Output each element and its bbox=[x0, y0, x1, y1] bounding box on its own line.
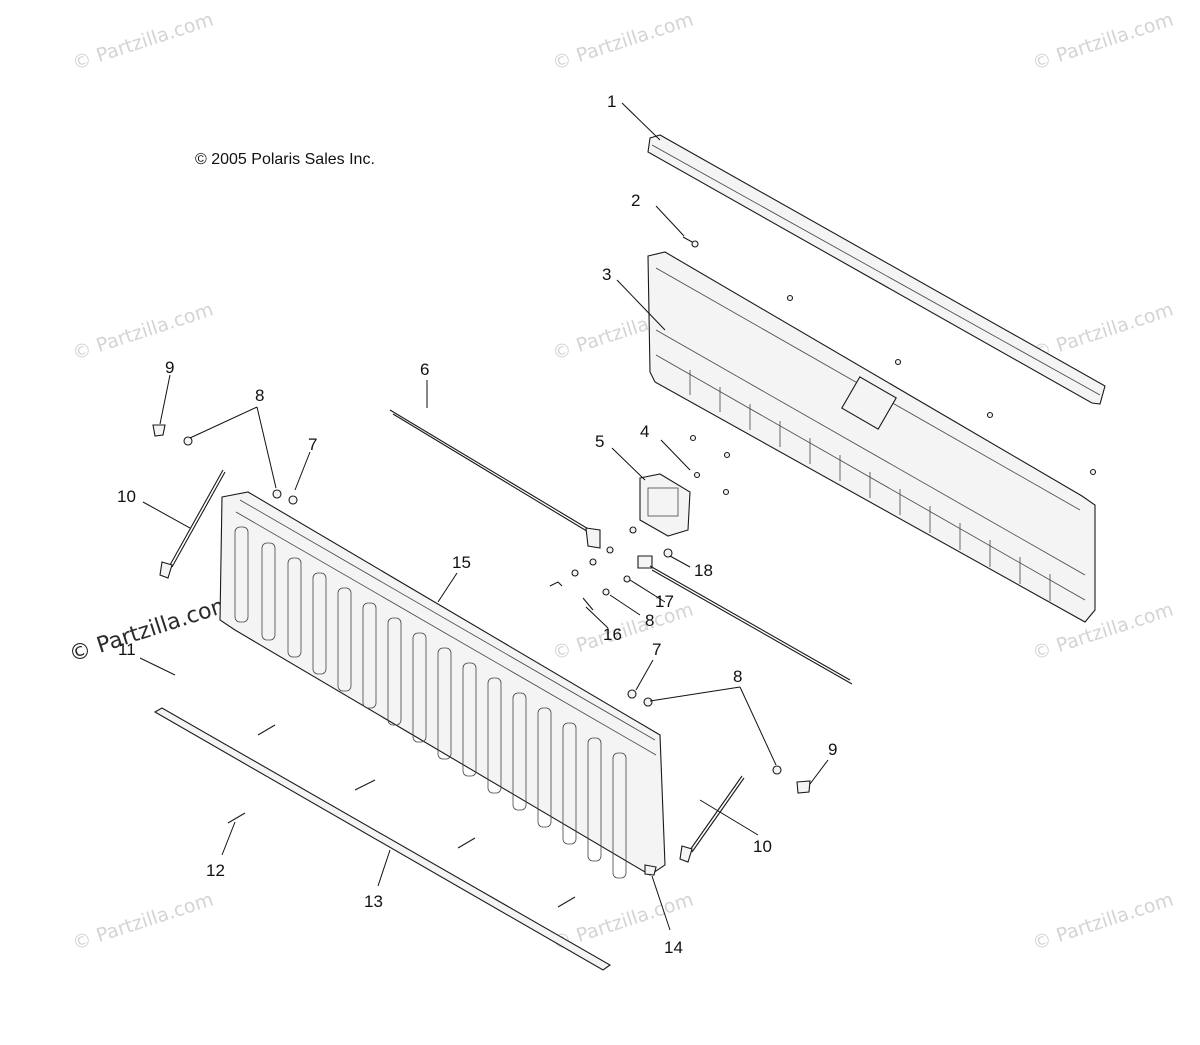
screw-part bbox=[682, 236, 699, 248]
rod-part bbox=[389, 409, 601, 549]
bracket-part bbox=[644, 864, 657, 876]
watermark: © Partzilla.com bbox=[1030, 9, 1176, 75]
callout-7: 7 bbox=[308, 435, 317, 454]
copyright-notice: © 2005 Polaris Sales Inc. bbox=[195, 151, 375, 168]
callout-8c: 8 bbox=[733, 667, 742, 686]
callout-16: 16 bbox=[603, 625, 622, 644]
callout-18: 18 bbox=[694, 561, 713, 580]
watermark: © Partzilla.com bbox=[1030, 299, 1176, 365]
left-hardware-part bbox=[152, 424, 811, 794]
bottom-bar-part bbox=[153, 707, 612, 971]
watermark: © Partzilla.com bbox=[1030, 889, 1176, 955]
callout-9b: 9 bbox=[828, 740, 837, 759]
watermark: © Partzilla.com bbox=[70, 889, 216, 955]
callout-12: 12 bbox=[206, 861, 225, 880]
callout-10b: 10 bbox=[753, 837, 772, 856]
callout-17: 17 bbox=[655, 592, 674, 611]
callout-13: 13 bbox=[364, 892, 383, 911]
callout-7b: 7 bbox=[652, 640, 661, 659]
callout-14: 14 bbox=[664, 938, 683, 957]
leader-lines bbox=[142, 102, 829, 931]
latch-handle-part bbox=[639, 473, 691, 537]
callout-6: 6 bbox=[420, 360, 429, 379]
watermark: © Partzilla.com bbox=[550, 599, 696, 665]
watermark: © Partzilla.com bbox=[70, 9, 216, 75]
panel-ribs bbox=[234, 526, 627, 879]
watermark: © Partzilla.com bbox=[1030, 599, 1176, 665]
callout-1: 1 bbox=[607, 92, 616, 111]
callout-8: 8 bbox=[255, 386, 264, 405]
frame-ribs bbox=[689, 370, 1051, 601]
latch-screws-part bbox=[689, 434, 731, 496]
callout-5: 5 bbox=[595, 432, 604, 451]
inner-frame-part bbox=[647, 251, 1097, 623]
cable-part bbox=[159, 469, 745, 863]
outer-panel-part bbox=[219, 491, 666, 879]
latch-hardware-part bbox=[549, 526, 853, 685]
callout-11: 11 bbox=[118, 640, 136, 659]
callout-15: 15 bbox=[452, 553, 471, 572]
watermark: © Partzilla.com bbox=[550, 9, 696, 75]
callout-4: 4 bbox=[640, 422, 649, 441]
callout-9: 9 bbox=[165, 358, 174, 377]
callout-labels: 1 2 3 4 5 6 7 8 9 10 11 12 13 14 15 16 1… bbox=[117, 92, 837, 957]
callout-10: 10 bbox=[117, 487, 136, 506]
watermark: © Partzilla.com bbox=[70, 299, 216, 365]
watermark-dark: © Partzilla.com bbox=[66, 591, 235, 667]
callout-8b: 8 bbox=[645, 611, 654, 630]
top-rail-part bbox=[647, 134, 1106, 405]
callout-3: 3 bbox=[602, 265, 611, 284]
callout-2: 2 bbox=[631, 191, 640, 210]
bolts-part bbox=[139, 657, 576, 908]
